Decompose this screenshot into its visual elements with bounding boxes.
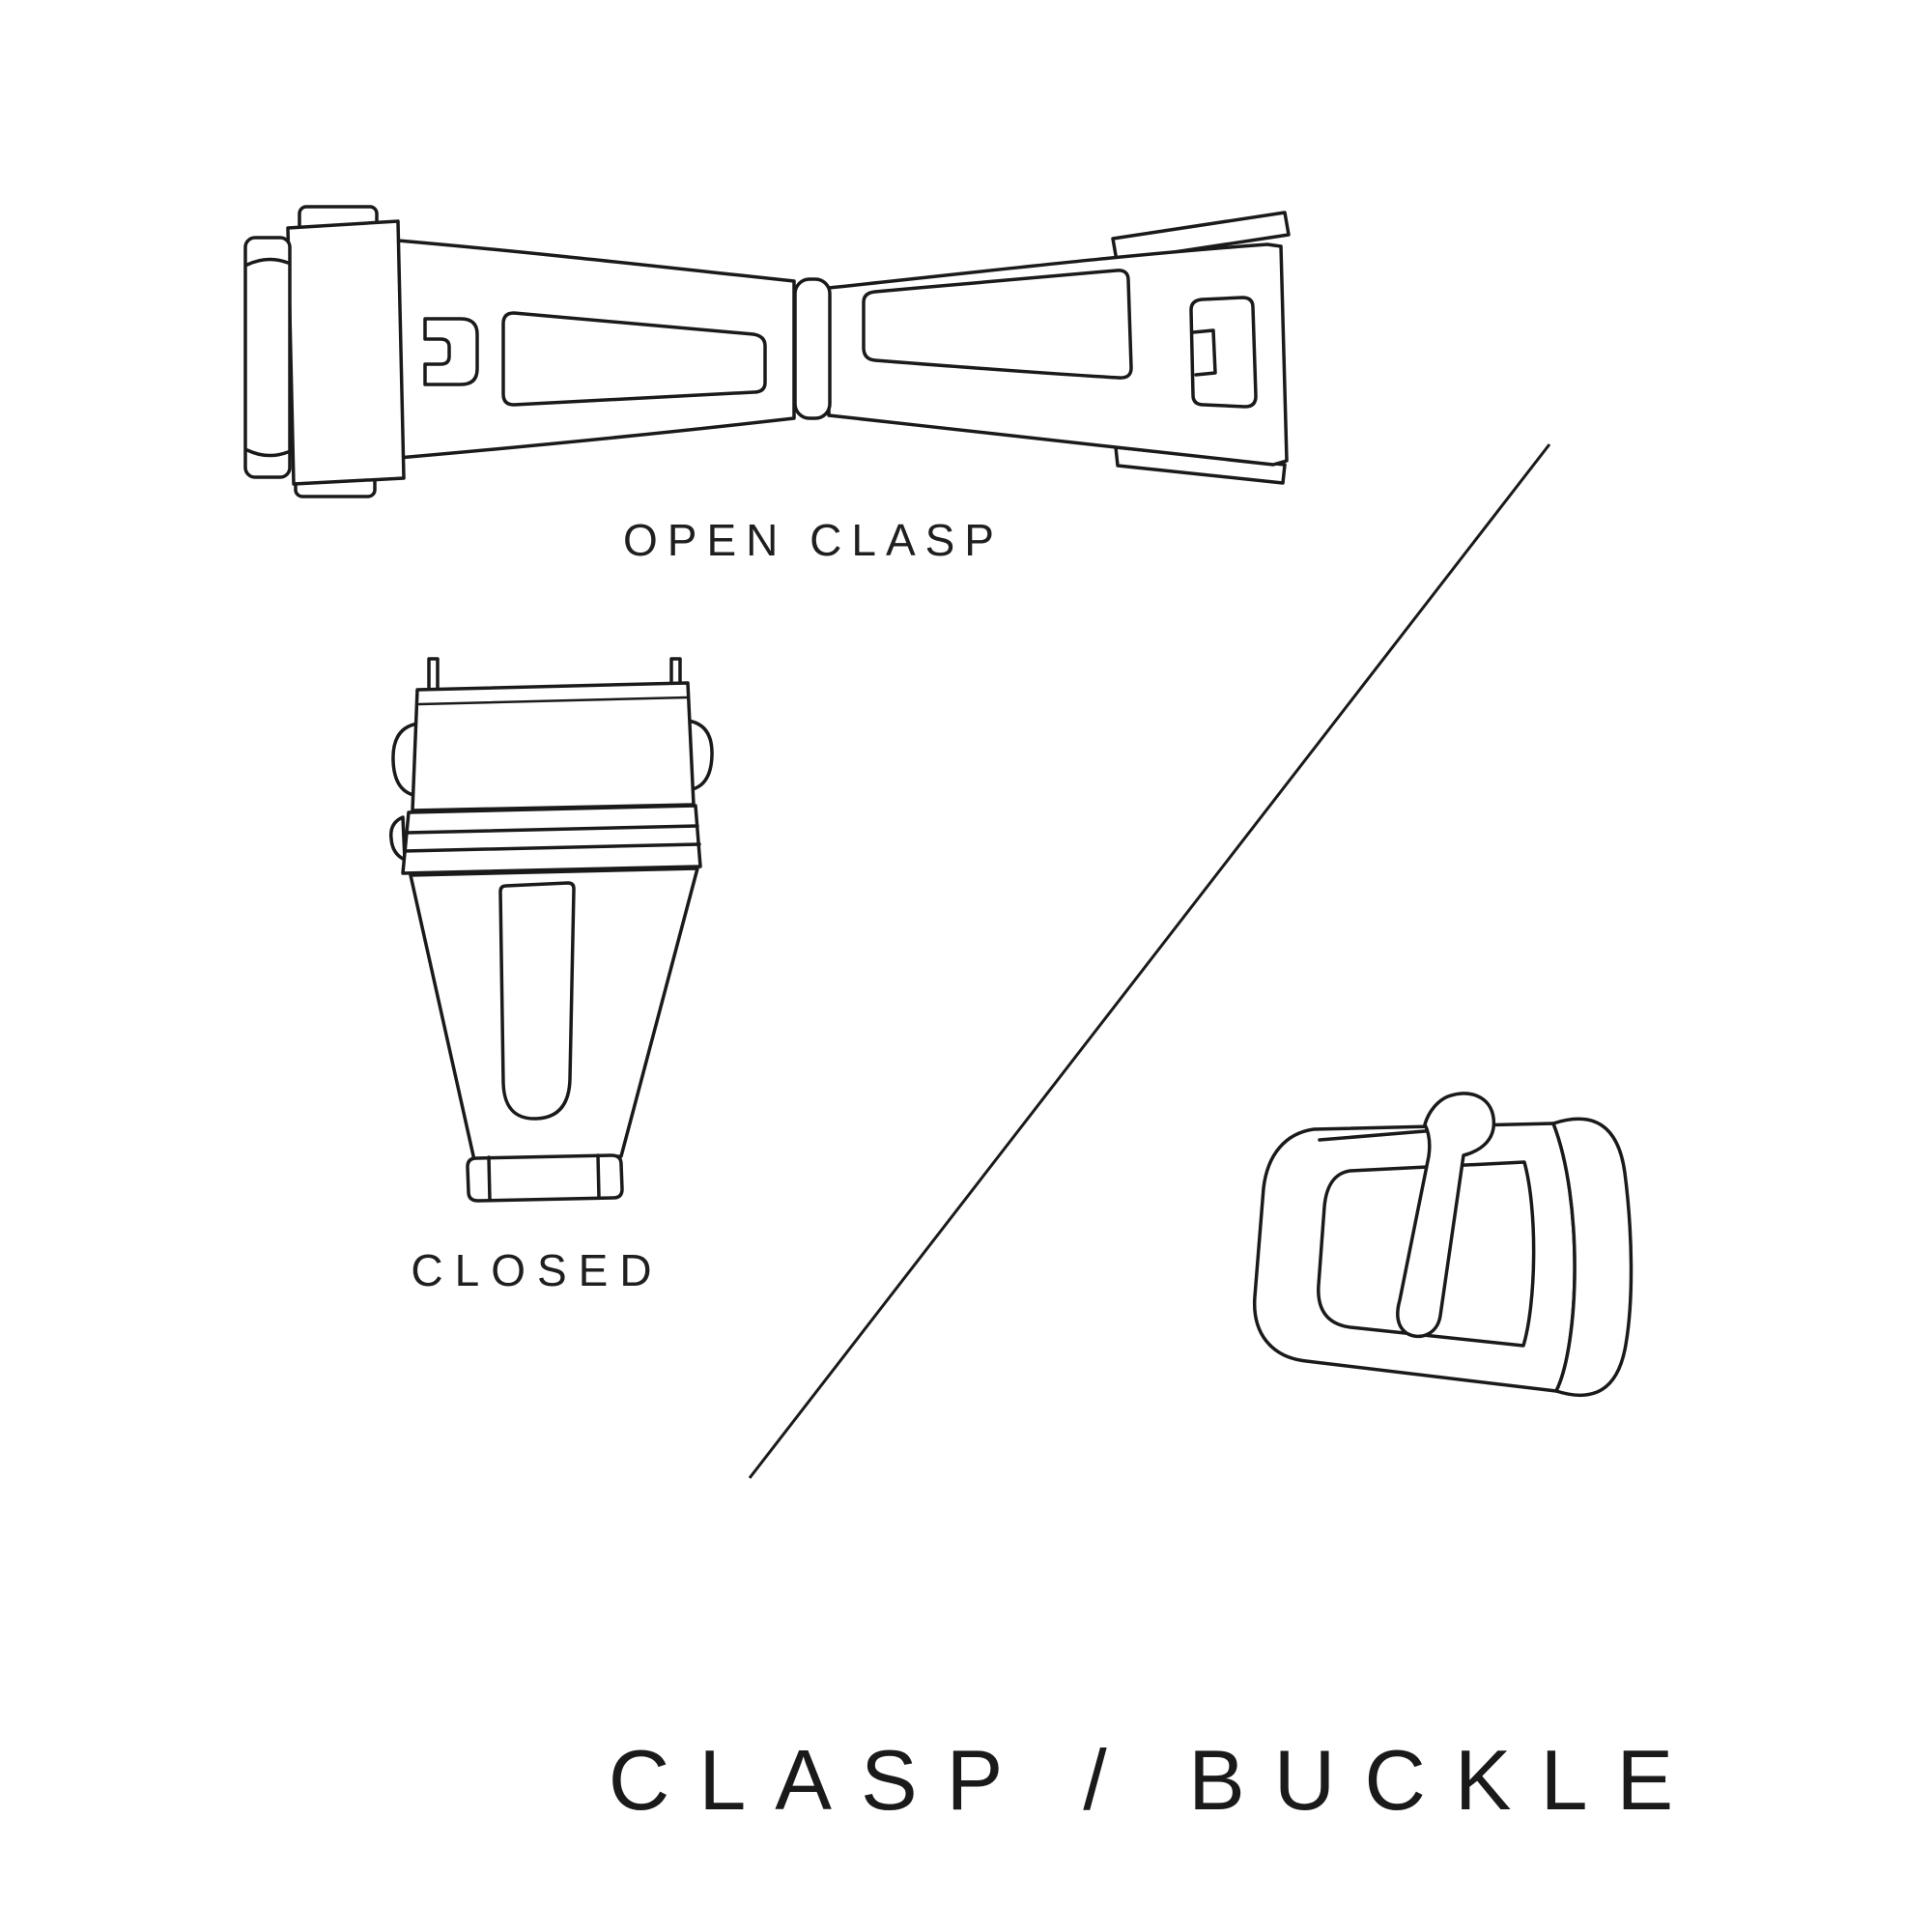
- buckle-tongue: [1396, 1092, 1496, 1339]
- open-clasp-right-cutout-notch: [1191, 328, 1217, 377]
- open-clasp-right-top-lip: [1111, 211, 1291, 263]
- closed-clasp-band-line-1: [405, 824, 699, 835]
- open-clasp-right-cutout: [1189, 296, 1258, 409]
- closed-clasp-ear-right: [686, 719, 714, 792]
- fold-line-top: [245, 257, 290, 267]
- closed-clasp-bottom-line-right: [596, 1153, 601, 1200]
- open-clasp-left-block: [286, 219, 406, 486]
- closed-clasp-bottom-piece: [466, 1153, 624, 1203]
- buckle-right-bar: [1551, 1117, 1634, 1397]
- closed-clasp-top-line: [417, 696, 689, 706]
- buckle-illustration: [1252, 1092, 1634, 1397]
- closed-clasp-top-block: [411, 681, 696, 812]
- buckle-pin-axle: [1318, 1128, 1438, 1142]
- open-clasp-left-arm-inner: [501, 311, 767, 407]
- closed-clasp-bottom-line-left: [487, 1155, 492, 1202]
- closed-clasp-illustration: [389, 657, 714, 1203]
- open-clasp-left-arm: [396, 239, 796, 460]
- open-clasp-illustration: [243, 205, 1291, 498]
- closed-clasp-inner-slot: [498, 881, 576, 1121]
- open-clasp-label: OPEN CLASP: [623, 515, 1004, 565]
- closed-clasp-left-bevel: [389, 815, 407, 862]
- closed-clasp-body: [409, 867, 699, 1162]
- closed-clasp-ear-left: [391, 722, 420, 798]
- fold-line-bottom: [245, 448, 290, 458]
- closed-clasp-bands: [401, 804, 702, 875]
- diagonal-divider: [748, 443, 1551, 1479]
- closed-clasp-label: CLOSED: [411, 1245, 664, 1295]
- open-clasp-band-fold: [243, 236, 292, 479]
- open-clasp-right-arm-inner: [862, 269, 1133, 380]
- open-clasp-hinge: [793, 277, 832, 420]
- open-clasp-latch-hole: [423, 317, 479, 386]
- closed-clasp-band-line-2: [403, 842, 701, 853]
- open-clasp-right-arm: [827, 242, 1289, 467]
- page-title: CLASP / BUCKLE: [608, 1732, 1703, 1828]
